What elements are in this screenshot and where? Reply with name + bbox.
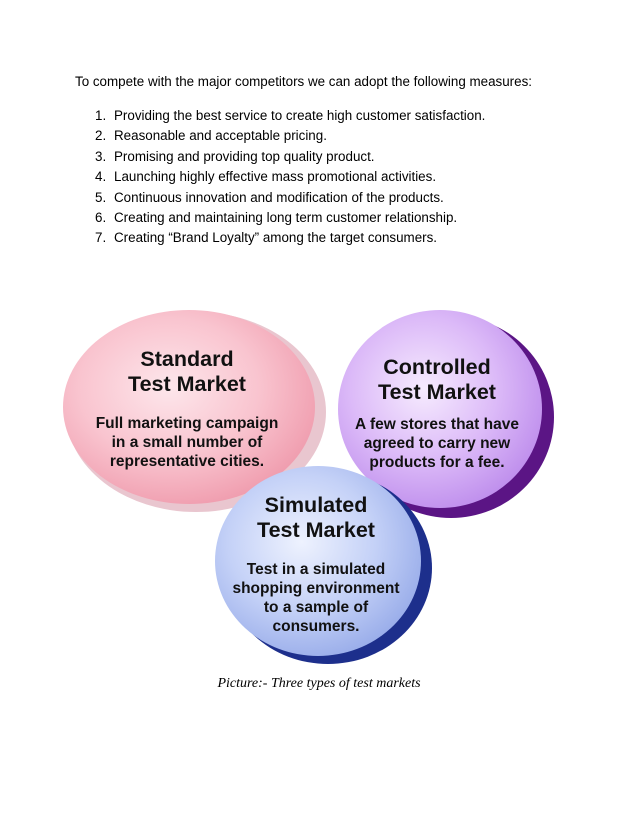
list-item-text: Creating and maintaining long term custo… bbox=[114, 209, 458, 225]
controlled-test-market-circle: Controlled Test Market A few stores that… bbox=[338, 310, 554, 518]
standard-title-line2: Test Market bbox=[128, 372, 246, 396]
intro-text: To compete with the major competitors we… bbox=[75, 74, 532, 89]
list-item: 3. Promising and providing top quality pr… bbox=[95, 147, 485, 167]
simulated-title-line1: Simulated bbox=[265, 493, 368, 517]
list-item: 5. Continuous innovation and modification… bbox=[95, 188, 485, 208]
simulated-title-line2: Test Market bbox=[257, 518, 375, 542]
simulated-test-market-circle: Simulated Test Market Test in a simulate… bbox=[215, 466, 432, 664]
standard-test-market-circle: Standard Test Market Full marketing camp… bbox=[63, 310, 326, 512]
standard-title-line1: Standard bbox=[140, 347, 233, 371]
standard-desc-line2: in a small number of bbox=[112, 434, 264, 451]
list-item-number: 7. bbox=[95, 230, 107, 246]
list-item-number: 1. bbox=[95, 108, 107, 123]
list-item-text: Launching highly effective mass promotio… bbox=[114, 169, 437, 185]
standard-desc-line3: representative cities. bbox=[110, 453, 264, 470]
measures-list: 1. Providing the best service to create h… bbox=[95, 106, 485, 249]
simulated-desc-line2: shopping environment bbox=[232, 580, 399, 597]
list-item-text: Creating “Brand Loyalty” among the targe… bbox=[114, 230, 438, 246]
standard-circle-body bbox=[63, 310, 315, 504]
list-item-number: 2. bbox=[95, 128, 107, 144]
list-item: 7. Creating “Brand Loyalty” among the tar… bbox=[95, 228, 485, 248]
list-item: 2. Reasonable and acceptable pricing. bbox=[95, 126, 485, 146]
list-item-text: Providing the best service to create hig… bbox=[114, 108, 486, 123]
simulated-circle-body bbox=[215, 466, 421, 656]
list-item: 1. Providing the best service to create h… bbox=[95, 106, 485, 126]
list-item-text: Reasonable and acceptable pricing. bbox=[114, 128, 327, 144]
controlled-circle-body bbox=[338, 310, 542, 508]
list-item-number: 5. bbox=[95, 189, 107, 205]
simulated-desc-line1: Test in a simulated bbox=[247, 561, 385, 578]
standard-desc-line1: Full marketing campaign bbox=[96, 415, 279, 432]
simulated-desc-line4: consumers. bbox=[272, 618, 359, 635]
controlled-title-line1: Controlled bbox=[383, 355, 491, 379]
list-item: 6. Creating and maintaining long term cus… bbox=[95, 208, 485, 228]
list-item: 4. Launching highly effective mass promot… bbox=[95, 167, 485, 187]
list-item-number: 4. bbox=[95, 169, 107, 185]
controlled-title-line2: Test Market bbox=[378, 380, 496, 404]
controlled-desc-line2: agreed to carry new bbox=[364, 435, 511, 452]
figure-caption: Picture:- Three types of test markets bbox=[217, 676, 421, 691]
controlled-desc-line1: A few stores that have bbox=[355, 416, 519, 433]
list-item-number: 6. bbox=[95, 209, 107, 225]
list-item-number: 3. bbox=[95, 148, 107, 164]
list-item-text: Promising and providing top quality prod… bbox=[114, 148, 375, 164]
list-item-text: Continuous innovation and modification o… bbox=[114, 189, 444, 205]
controlled-desc-line3: products for a fee. bbox=[369, 454, 504, 471]
simulated-desc-line3: to a sample of bbox=[264, 599, 369, 616]
